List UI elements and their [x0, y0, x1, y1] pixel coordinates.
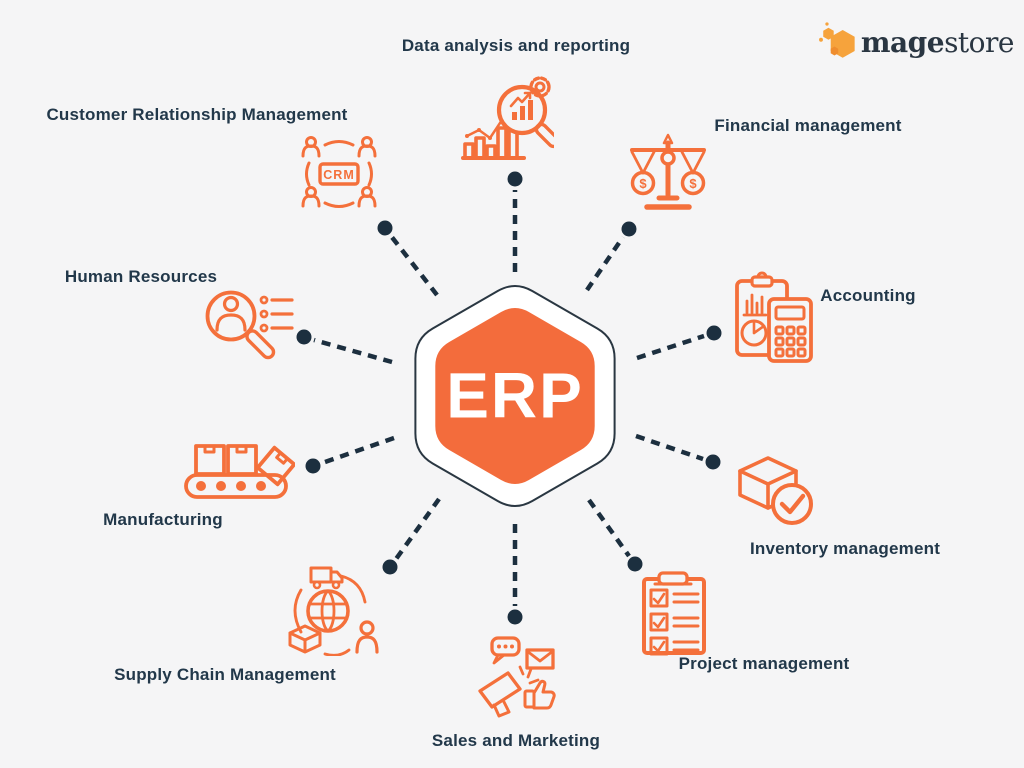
module-label-inventory: Inventory management: [749, 539, 941, 558]
connector-manufacturing: [305, 435, 395, 474]
logo-text-bold: mage: [860, 25, 945, 59]
module-label-supply-chain: Supply Chain Management: [114, 665, 336, 684]
connector-data-analysis: [507, 171, 523, 272]
crm-person-top-left: [301, 136, 321, 158]
balance-scale-icon: $ $: [623, 132, 713, 217]
magestore-logo-icon: [819, 22, 855, 58]
module-label-accounting: Accounting: [820, 286, 916, 305]
dollar-glyph: $: [689, 176, 697, 191]
logistics-globe-icon: [283, 564, 383, 661]
checklist-clipboard-icon: [641, 571, 707, 662]
module-label-hr: Human Resources: [64, 267, 218, 286]
crm-person-bottom-left: [301, 186, 321, 208]
connector-accounting: [636, 325, 722, 361]
connector-sales: [507, 524, 523, 625]
erp-center-label: ERP: [446, 359, 584, 432]
connector-financial: [585, 221, 637, 292]
module-label-manufacturing: Manufacturing: [103, 510, 223, 529]
module-label-data-analysis: Data analysis and reporting: [401, 36, 631, 55]
clipboard-calculator-icon: [733, 271, 815, 374]
dollar-glyph: $: [639, 176, 647, 191]
connector-project: [587, 498, 643, 572]
magestore-logo: magestore: [818, 14, 1014, 70]
crm-person-top-right: [357, 136, 377, 158]
connector-crm: [377, 220, 439, 297]
module-label-sales: Sales and Marketing: [431, 731, 601, 750]
logo-text-regular: store: [944, 25, 1014, 59]
crm-person-bottom-right: [357, 186, 377, 208]
module-label-financial: Financial management: [714, 116, 902, 135]
connector-inventory: [635, 433, 721, 470]
box-check-icon: [735, 450, 813, 531]
erp-hexagon: [435, 308, 595, 484]
crm-network-icon: CRM: [298, 135, 380, 218]
conveyor-belt-icon: [183, 440, 297, 507]
crm-glyph: CRM: [323, 168, 354, 182]
magestore-logo-text: magestore: [860, 25, 1015, 59]
chart-magnifier-icon: [460, 72, 561, 167]
connector-supply-chain: [382, 497, 441, 575]
person-magnifier-icon: [204, 286, 298, 371]
module-label-crm: Customer Relationship Management: [46, 105, 348, 124]
megaphone-icon: [477, 634, 557, 723]
connector-hr: [296, 329, 393, 365]
module-label-project: Project management: [678, 654, 850, 673]
